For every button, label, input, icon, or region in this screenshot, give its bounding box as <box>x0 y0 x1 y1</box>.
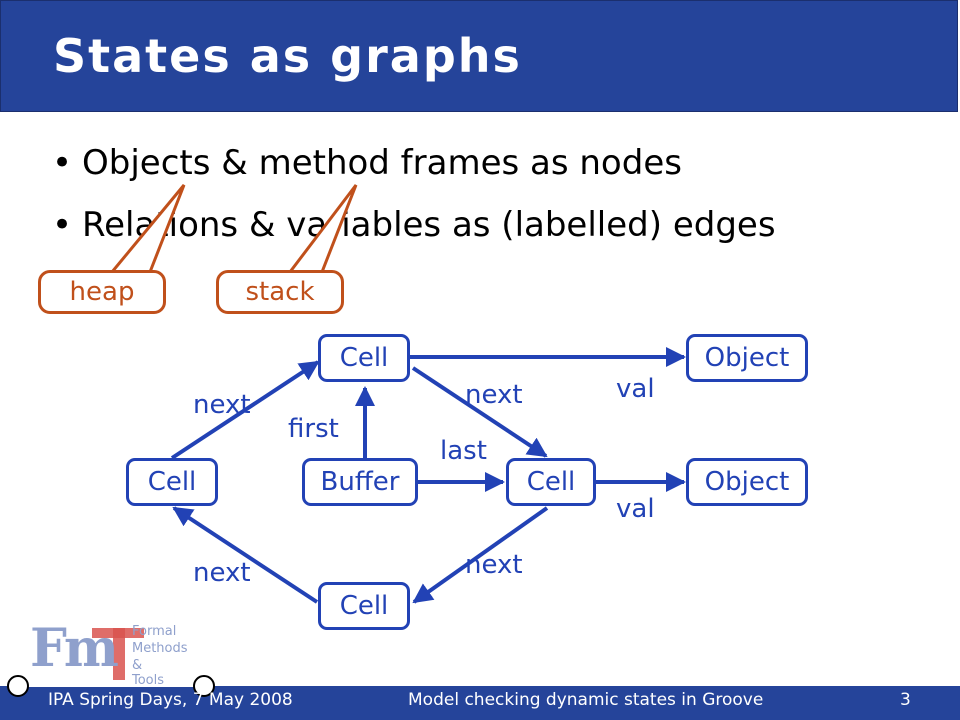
bullet-item: •Objects & method frames as nodes <box>52 132 776 194</box>
label-next-upper-right: next <box>465 380 523 410</box>
bullet-dot: • <box>52 143 73 183</box>
bullet-text: Objects & method frames as nodes <box>82 143 682 183</box>
title-bar: States as graphs <box>0 0 958 112</box>
node-cell-bottom: Cell <box>318 582 410 630</box>
slide-title: States as graphs <box>53 29 522 83</box>
footer-page-number: 3 <box>900 690 911 710</box>
node-cell-mid: Cell <box>506 458 596 506</box>
node-buffer: Buffer <box>302 458 418 506</box>
label-val-mid: val <box>616 494 655 524</box>
node-cell-top: Cell <box>318 334 410 382</box>
footer-bar <box>0 688 960 720</box>
fmt-logo-text-mark: Fm <box>30 618 119 679</box>
footer-left-text: IPA Spring Days, 7 May 2008 <box>48 690 293 710</box>
edge-next-upper-right <box>411 366 548 458</box>
bullet-list: •Objects & method frames as nodes •Relat… <box>52 132 776 256</box>
footer-center-text: Model checking dynamic states in Groove <box>408 690 764 710</box>
node-cell-left: Cell <box>126 458 218 506</box>
bullet-text: Relations & variables as (labelled) edge… <box>82 205 776 245</box>
heap-callout: heap <box>38 270 166 314</box>
edge-next-lower-right <box>412 506 549 604</box>
fmt-logo-mark <box>92 628 144 680</box>
footer-line <box>0 686 960 688</box>
fmt-logo-line2: Methods <box>132 641 188 656</box>
label-val-top: val <box>616 374 655 404</box>
stack-callout: stack <box>216 270 344 314</box>
fmt-logo-line3: & Tools <box>132 658 165 688</box>
bullet-dot: • <box>52 205 73 245</box>
label-next-upper-left: next <box>193 390 251 420</box>
label-last: last <box>440 436 487 466</box>
label-first: first <box>288 414 339 444</box>
label-next-lower-left: next <box>193 558 251 588</box>
edge-next-upper-left <box>170 360 320 460</box>
node-object-top: Object <box>686 334 808 382</box>
bullet-item: •Relations & variables as (labelled) edg… <box>52 194 776 256</box>
fmt-logo-line1: Formal <box>132 624 177 639</box>
node-object-mid: Object <box>686 458 808 506</box>
edge-next-lower-left <box>172 506 319 604</box>
label-next-lower-right: next <box>465 550 523 580</box>
